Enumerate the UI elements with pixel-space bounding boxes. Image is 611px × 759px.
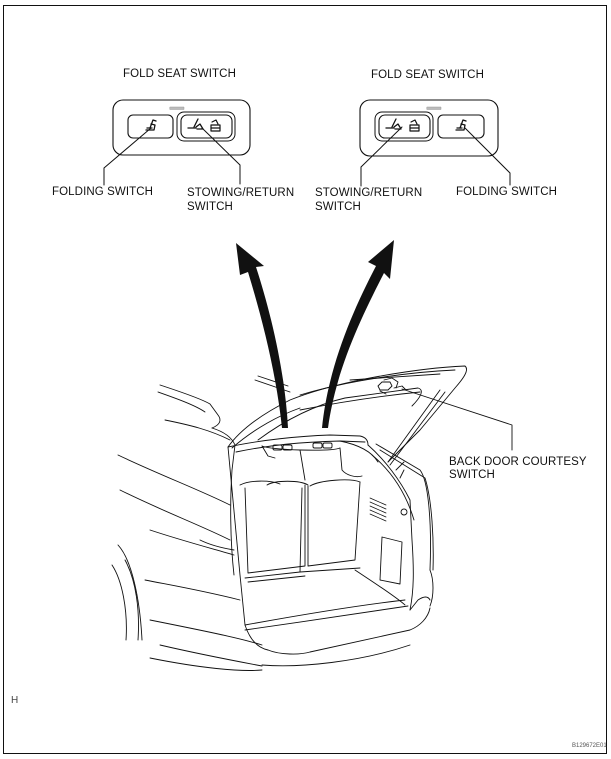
third-row-seats <box>239 447 363 574</box>
figure-id: B129672E01 <box>572 743 607 749</box>
seat-return-icon <box>409 119 420 132</box>
seat-stow-icon <box>385 118 402 130</box>
left-folding-switch-button <box>127 114 174 139</box>
left-folding-leader-line <box>103 127 152 186</box>
tailgate-switch-right <box>312 442 333 449</box>
right-indicator-lamp <box>426 106 442 110</box>
left-stowing-switch-label-line1: STOWING/RETURN <box>187 187 295 199</box>
right-folding-switch-label: FOLDING SWITCH <box>456 186 558 198</box>
right-folding-leader-line <box>464 127 511 186</box>
diagram-frame <box>3 5 607 754</box>
seat-return-icon <box>210 119 221 132</box>
tailgate-switch-left <box>272 444 293 451</box>
left-stowing-return-switch-button <box>176 111 236 142</box>
seat-stow-icon <box>187 118 204 130</box>
view-letter: H <box>11 695 19 706</box>
back-door-courtesy-switch <box>377 377 407 395</box>
back-door-courtesy-leader-line <box>401 388 513 451</box>
right-stowing-return-switch-button <box>374 111 434 142</box>
left-fold-seat-switch-panel <box>103 99 251 186</box>
cargo-vent-grille <box>369 497 387 522</box>
right-stowing-leader-line <box>360 126 403 187</box>
right-stowing-switch-label-line1: STOWING/RETURN <box>315 187 423 199</box>
left-curved-arrow <box>236 243 288 428</box>
left-stowing-leader-line <box>201 127 241 185</box>
back-door-courtesy-switch-label-line1: BACK DOOR COURTESY <box>449 456 587 468</box>
back-door-courtesy-switch-label-line2: SWITCH <box>449 469 495 481</box>
vehicle-rear-illustration <box>111 365 513 671</box>
right-stowing-switch-label-line2: SWITCH <box>315 201 361 213</box>
right-folding-switch-button <box>437 114 485 139</box>
right-curved-arrow <box>322 240 394 428</box>
left-panel-title: FOLD SEAT SWITCH <box>123 68 236 80</box>
left-stowing-switch-label-line2: SWITCH <box>187 201 233 213</box>
left-folding-switch-label: FOLDING SWITCH <box>52 186 154 198</box>
left-indicator-lamp <box>169 106 185 110</box>
seat-fold-icon <box>455 119 467 131</box>
right-panel-title: FOLD SEAT SWITCH <box>371 69 484 81</box>
right-fold-seat-switch-panel <box>359 99 511 187</box>
